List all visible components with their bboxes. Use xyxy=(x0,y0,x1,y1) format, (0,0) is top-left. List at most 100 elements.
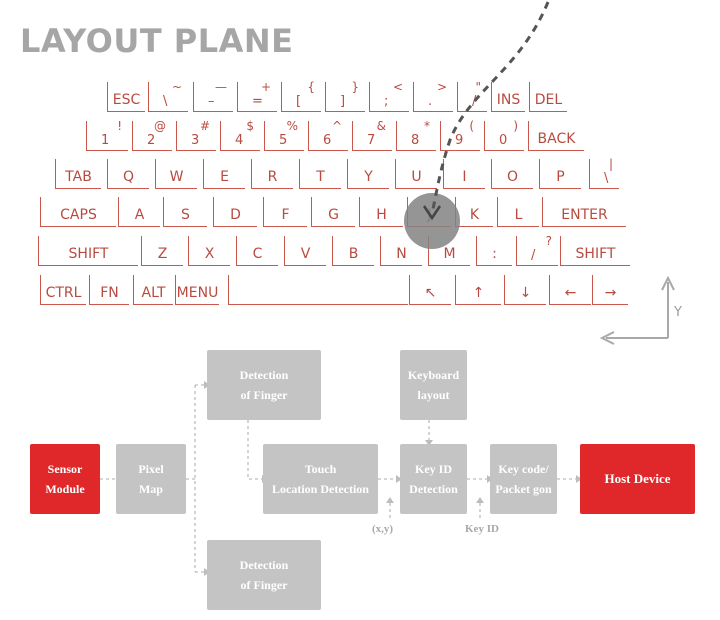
key-t-2-5[interactable]: T xyxy=(299,159,341,189)
key-shift-label: ? xyxy=(545,234,552,248)
key-back-1-10[interactable]: BACK xyxy=(528,121,584,151)
key-label: 4 xyxy=(235,133,244,148)
key-label: L xyxy=(514,207,523,223)
key-x-4-2[interactable]: X xyxy=(188,236,230,266)
key-label: [ xyxy=(296,94,302,109)
key-a-3-1[interactable]: A xyxy=(118,197,160,227)
key-e-2-3[interactable]: E xyxy=(203,159,245,189)
key-sym5-5-5[interactable]: ↖ xyxy=(409,275,451,305)
key-fn-5-1[interactable]: FN xyxy=(89,275,129,305)
key-shift-label: # xyxy=(199,119,210,133)
key-alt-5-2[interactable]: ALT xyxy=(133,275,173,305)
key-n-4-6[interactable]: N xyxy=(380,236,422,266)
key-label: A xyxy=(134,207,145,223)
key-label: ; xyxy=(384,94,389,109)
key-space-5-4[interactable] xyxy=(228,275,408,305)
key-c-4-3[interactable]: C xyxy=(236,236,278,266)
key-i-2-8[interactable]: I xyxy=(443,159,485,189)
key-label: M xyxy=(443,246,456,262)
key-shift-4-0[interactable]: SHIFT xyxy=(38,236,138,266)
key-shift-label: + xyxy=(260,80,271,94)
key-sym6-0-6[interactable]: ;< xyxy=(369,80,409,112)
key-sym8-0-8[interactable]: /" xyxy=(457,80,487,112)
key-shift-label: < xyxy=(392,80,403,94)
key-label: / xyxy=(472,94,477,109)
key-label: SHIFT xyxy=(68,246,109,262)
finger-path xyxy=(430,1,550,215)
key-p-2-10[interactable]: P xyxy=(539,159,581,189)
host-device-box: Host Device xyxy=(580,444,695,514)
key-q-2-1[interactable]: Q xyxy=(107,159,149,189)
key-y-2-6[interactable]: Y xyxy=(347,159,389,189)
key-shift-label: * xyxy=(424,119,430,133)
key-s-3-2[interactable]: S xyxy=(163,197,207,227)
key-7-1-6[interactable]: 7& xyxy=(352,119,392,151)
key-5-1-4[interactable]: 5% xyxy=(264,119,304,151)
key-2-1-1[interactable]: 2@ xyxy=(132,119,172,151)
key-sym8-4-8[interactable]: : xyxy=(476,236,512,266)
key-enter-3-10[interactable]: ENTER xyxy=(542,197,626,227)
key-0-1-9[interactable]: 0) xyxy=(484,119,524,151)
key-caps-3-0[interactable]: CAPS xyxy=(40,197,116,227)
key-h-3-6[interactable]: H xyxy=(359,197,403,227)
key-label: R xyxy=(267,169,278,185)
key-f-3-4[interactable]: F xyxy=(263,197,307,227)
key-3-1-2[interactable]: 3# xyxy=(176,119,216,151)
key-w-2-2[interactable]: W xyxy=(155,159,197,189)
key-label: I xyxy=(462,169,467,185)
key-b-4-5[interactable]: B xyxy=(332,236,374,266)
detection-finger-top-box: Detection of Finger xyxy=(207,350,321,420)
key-label: P xyxy=(556,169,565,185)
key-label: : xyxy=(492,246,497,262)
key-l-3-9[interactable]: L xyxy=(497,197,539,227)
key-label: W xyxy=(169,169,184,185)
key-4-1-3[interactable]: 4$ xyxy=(220,119,260,151)
key-tab-2-0[interactable]: TAB xyxy=(55,159,101,189)
key-sym9-4-9[interactable]: /? xyxy=(516,234,558,266)
key-shift-4-10[interactable]: SHIFT xyxy=(560,236,630,266)
key-label: V xyxy=(300,246,311,262)
key-sym8-5-8[interactable]: ← xyxy=(549,275,591,305)
key-g-3-5[interactable]: G xyxy=(311,197,355,227)
key-sym1-0-1[interactable]: \~ xyxy=(148,80,188,112)
key-sym6-5-6[interactable]: ↑ xyxy=(455,275,501,305)
key-shift-label: ~ xyxy=(171,80,182,94)
key-1-1-0[interactable]: 1! xyxy=(86,119,128,151)
key-sym7-0-7[interactable]: .> xyxy=(413,80,453,112)
key-sym7-5-7[interactable]: ↓ xyxy=(504,275,546,305)
key-esc-0-0[interactable]: ESC xyxy=(107,82,145,112)
key-m-4-7[interactable]: M xyxy=(428,236,470,266)
key-shift-label: & xyxy=(376,119,386,133)
key-8-1-7[interactable]: 8* xyxy=(396,119,436,151)
key-label: DEL xyxy=(534,92,563,108)
key-shift-label: $ xyxy=(246,119,254,133)
key-del-0-10[interactable]: DEL xyxy=(529,82,567,112)
key-o-2-9[interactable]: O xyxy=(491,159,533,189)
key-label: INS xyxy=(496,92,521,108)
key-label: D xyxy=(230,207,241,223)
key-sym2-0-2[interactable]: –— xyxy=(193,80,233,112)
key-label: ↑ xyxy=(472,285,485,301)
key-u-2-7[interactable]: U xyxy=(395,159,437,189)
key-6-1-5[interactable]: 6^ xyxy=(308,119,348,151)
key-label: 7 xyxy=(367,133,376,148)
key-v-4-4[interactable]: V xyxy=(284,236,326,266)
pixel-map-box: Pixel Map xyxy=(116,444,186,514)
key-d-3-3[interactable]: D xyxy=(213,197,257,227)
key-menu-5-3[interactable]: MENU xyxy=(175,275,219,305)
key-9-1-8[interactable]: 9( xyxy=(440,119,480,151)
key-shift-label: ^ xyxy=(331,119,342,133)
key-sym9-5-9[interactable]: → xyxy=(592,275,628,305)
key-sym11-2-11[interactable]: \| xyxy=(589,157,619,189)
keyboard-layout-box: Keyboard layout xyxy=(400,350,467,420)
key-r-2-4[interactable]: R xyxy=(251,159,293,189)
key-sym5-0-5[interactable]: ]} xyxy=(325,80,365,112)
key-ins-0-9[interactable]: INS xyxy=(491,82,525,112)
key-sym3-0-3[interactable]: =+ xyxy=(237,80,277,112)
key-label: S xyxy=(181,207,190,223)
key-sym4-0-4[interactable]: [{ xyxy=(281,80,321,112)
key-ctrl-5-0[interactable]: CTRL xyxy=(40,275,86,305)
key-label: 5 xyxy=(279,133,288,148)
key-label: FN xyxy=(100,285,119,301)
key-z-4-1[interactable]: Z xyxy=(141,236,183,266)
